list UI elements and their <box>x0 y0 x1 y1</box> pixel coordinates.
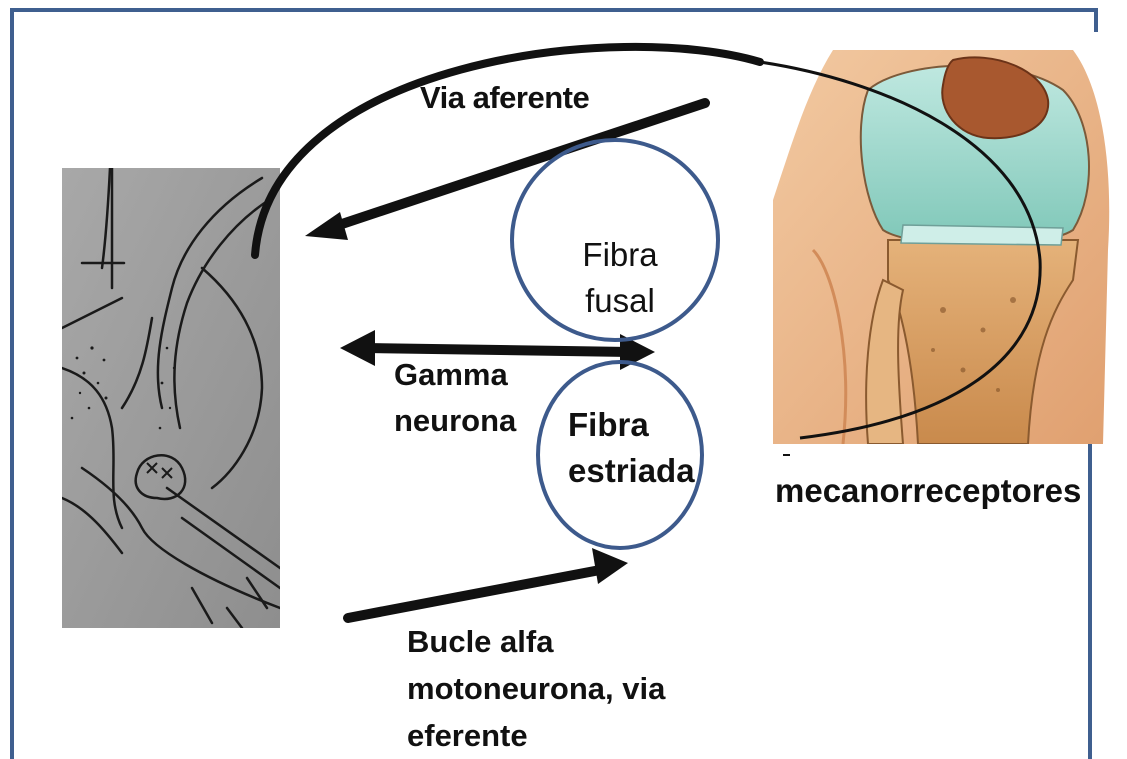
gamma-arrowhead-left <box>340 330 375 366</box>
label-fibra-estriada: Fibra estriada <box>568 402 695 494</box>
label-gamma-line2: neurona <box>394 398 516 444</box>
label-gamma-line1: Gamma <box>394 352 516 398</box>
label-bucle-line2: motoneurona, via <box>407 665 665 712</box>
arc-line-thin <box>760 62 1040 438</box>
label-via-aferente: Via aferente <box>420 80 589 116</box>
label-bucle-line1: Bucle alfa <box>407 618 665 665</box>
label-fibra-fusal-line1: Fibra <box>560 232 680 278</box>
label-fibra-estriada-line1: Fibra <box>568 402 695 448</box>
label-gamma-neurona: Gamma neurona <box>394 352 516 444</box>
label-fibra-fusal-line2: fusal <box>560 278 680 324</box>
label-fibra-estriada-line2: estriada <box>568 448 695 494</box>
label-bucle-alfa: Bucle alfa motoneurona, via eferente <box>407 618 665 759</box>
label-bucle-line3: eferente <box>407 712 665 759</box>
afferent-arrowhead <box>305 212 348 240</box>
label-fibra-fusal: Fibra fusal <box>560 232 680 324</box>
efferent-arrowhead <box>592 548 628 584</box>
label-mecanorreceptores: mecanorreceptores <box>775 472 1081 510</box>
efferent-arrow <box>348 570 600 618</box>
